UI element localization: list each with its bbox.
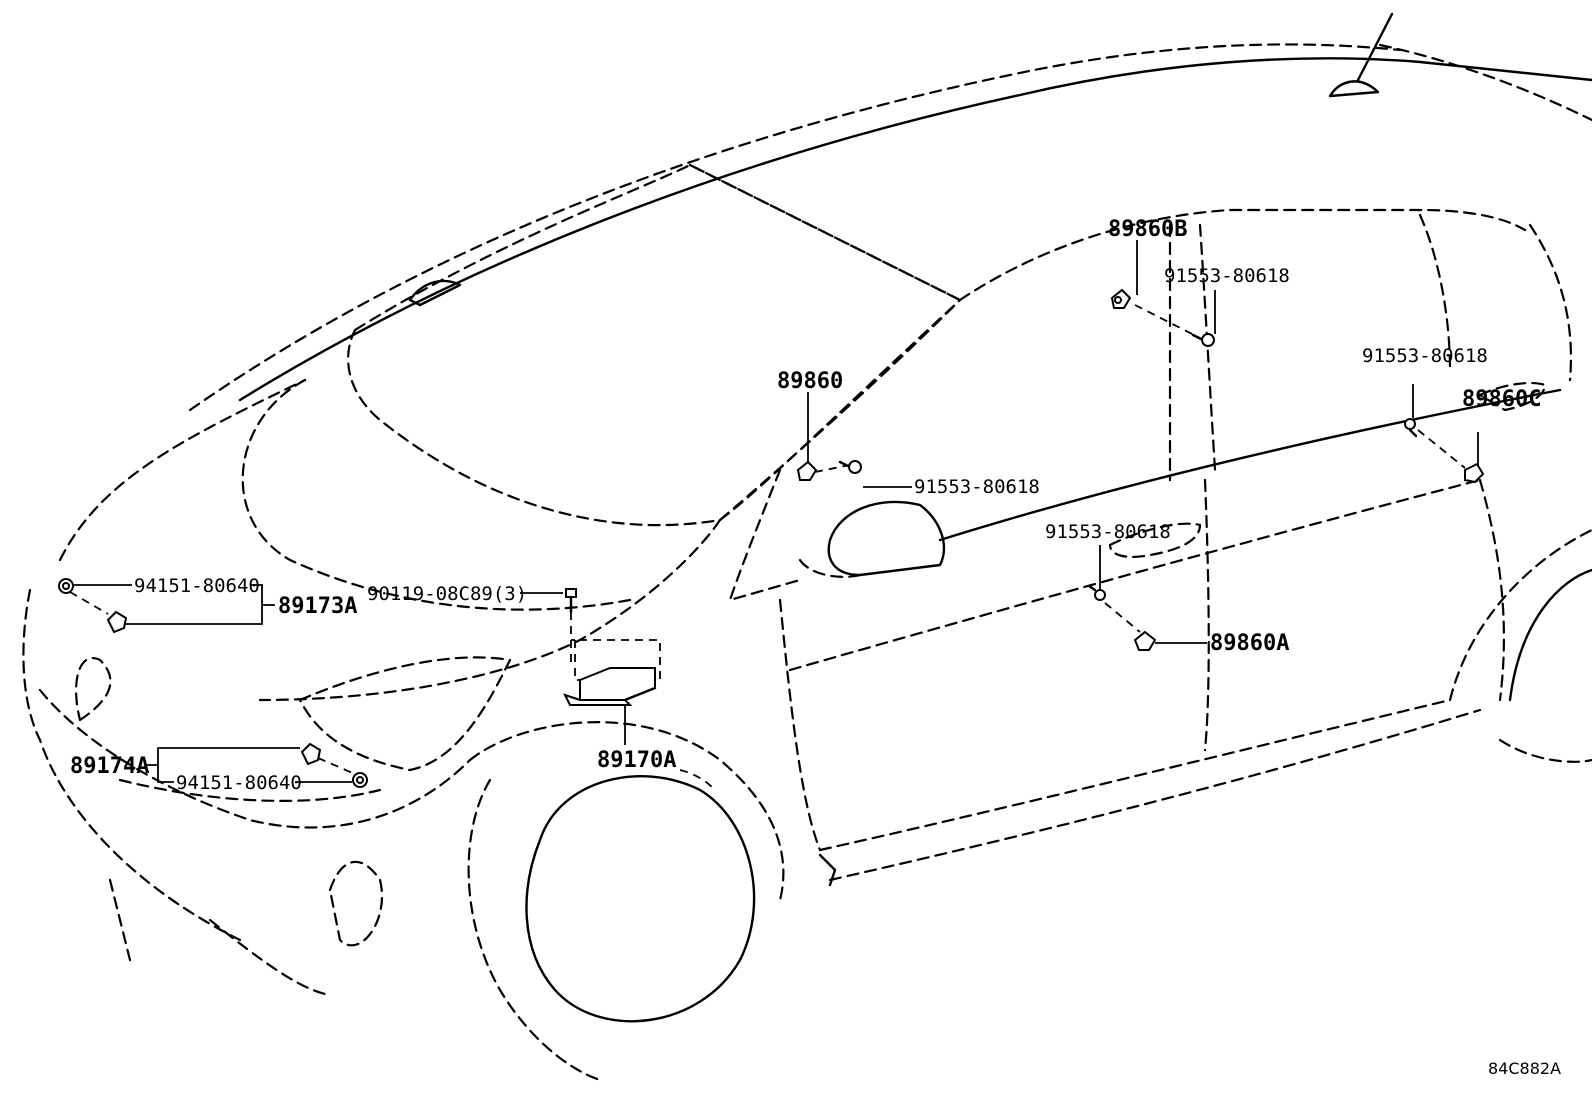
nut-icon (1087, 584, 1106, 601)
leader-lines (69, 240, 1479, 791)
sensor-89860-icon (796, 460, 818, 481)
airbag-sensor-unit-89170a-icon (563, 639, 661, 706)
sensor-89860a-icon (1133, 630, 1157, 651)
label-89860a: 89860A (1210, 631, 1289, 656)
label-89174a: 89174A (70, 754, 149, 779)
label-90119-08c89: 90119-08C89(3) (367, 583, 527, 605)
sensor-89860c-icon (1464, 462, 1485, 484)
bolt-icon (565, 588, 577, 614)
nut-icon (352, 772, 368, 788)
part-icons (58, 288, 1485, 788)
label-91553-80618-b: 91553-80618 (914, 476, 1040, 498)
sensor-89860b-icon (1110, 288, 1132, 309)
part-labels: 89860B 91553-80618 89860 91553-80618 915… (70, 217, 1561, 1078)
label-94151-80640-a: 94151-80640 (134, 575, 260, 597)
nut-icon (1191, 333, 1215, 347)
label-89173a: 89173A (278, 594, 357, 619)
label-91553-80618-a: 91553-80618 (1164, 265, 1290, 287)
label-89170a: 89170A (597, 748, 676, 773)
nut-icon (58, 578, 74, 594)
sensor-89173a-icon (106, 610, 128, 634)
label-91553-80618-d: 91553-80618 (1045, 521, 1171, 543)
label-89860c: 89860C (1462, 387, 1541, 412)
sensor-89174a-icon (300, 742, 322, 766)
car-body-outline (22, 12, 1592, 1082)
diagram-code: 84C882A (1488, 1059, 1561, 1078)
label-89860: 89860 (777, 369, 843, 394)
label-91553-80618-c: 91553-80618 (1362, 345, 1488, 367)
nut-icon (1404, 418, 1418, 438)
label-89860b: 89860B (1108, 217, 1187, 242)
label-94151-80640-b: 94151-80640 (176, 772, 302, 794)
